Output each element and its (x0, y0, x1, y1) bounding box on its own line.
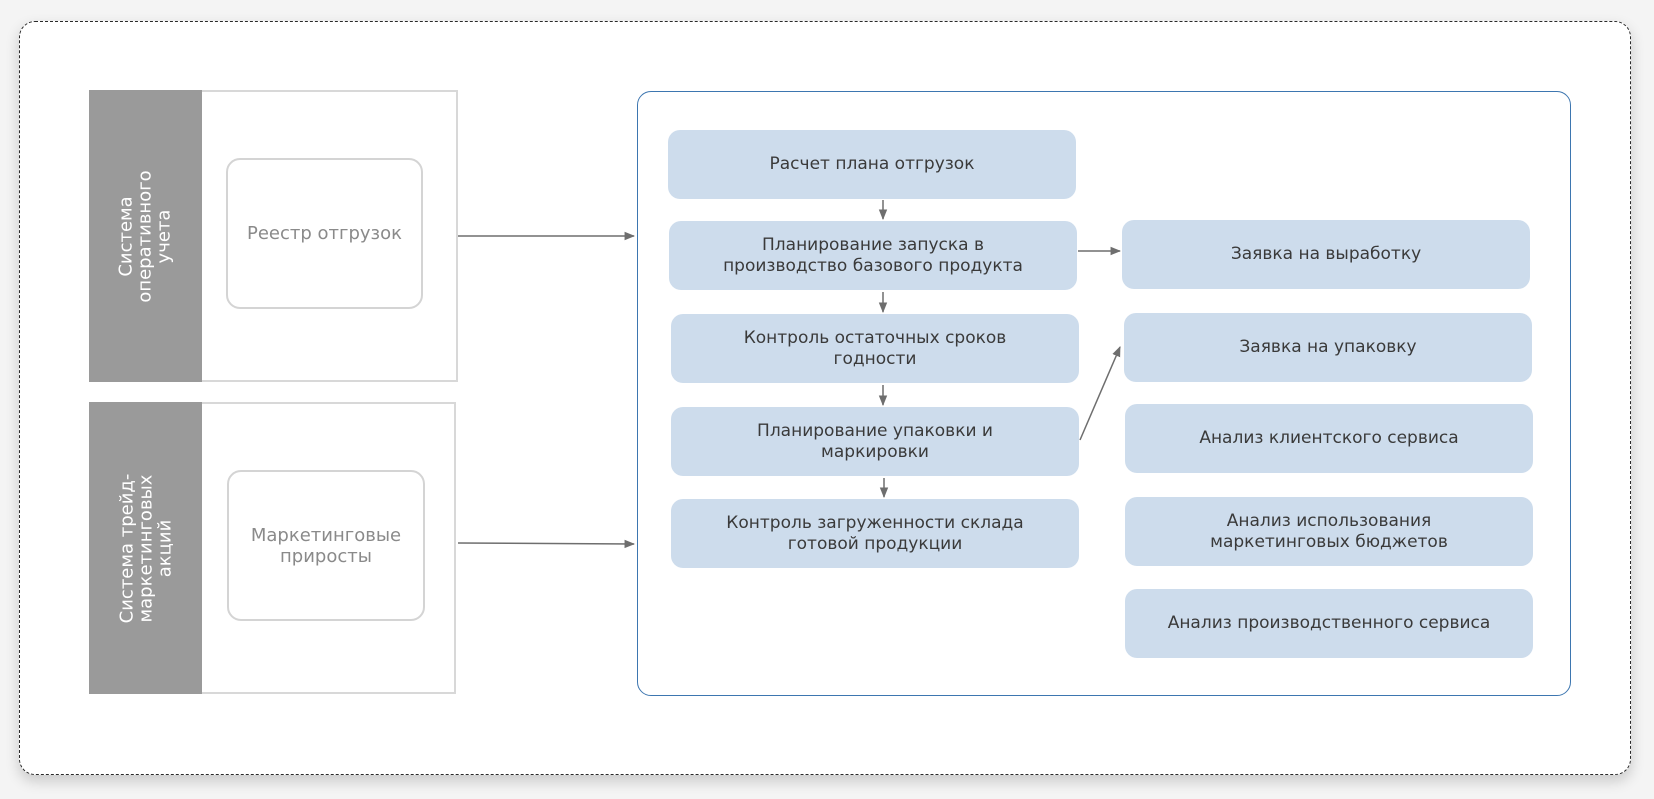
step-shelf-life-control: Контроль остаточных сроков годности (671, 314, 1079, 383)
output-client-service-analysis: Анализ клиентского сервиса (1125, 404, 1533, 473)
system-label-text: Система трейд- маркетинговых акций (116, 473, 175, 623)
step-production-launch-planning: Планирование запуска в производство базо… (669, 221, 1077, 290)
step-shipment-plan: Расчет плана отгрузок (668, 130, 1076, 199)
step-warehouse-load-control: Контроль загруженности склада готовой пр… (671, 499, 1079, 568)
output-production-service-analysis: Анализ производственного сервиса (1125, 589, 1533, 658)
source-box-shipments: Реестр отгрузок (226, 158, 423, 309)
step-packaging-planning: Планирование упаковки и маркировки (671, 407, 1079, 476)
source-box-marketing-uplift: Маркетинговые приросты (227, 470, 425, 621)
system-label-operational: Система оперативного учета (89, 90, 202, 382)
output-marketing-budget-analysis: Анализ использования маркетинговых бюдже… (1125, 497, 1533, 566)
output-production-order: Заявка на выработку (1122, 220, 1530, 289)
system-label-text: Система оперативного учета (116, 169, 176, 303)
system-label-trade-marketing: Система трейд- маркетинговых акций (89, 402, 202, 694)
output-packaging-order: Заявка на упаковку (1124, 313, 1532, 382)
